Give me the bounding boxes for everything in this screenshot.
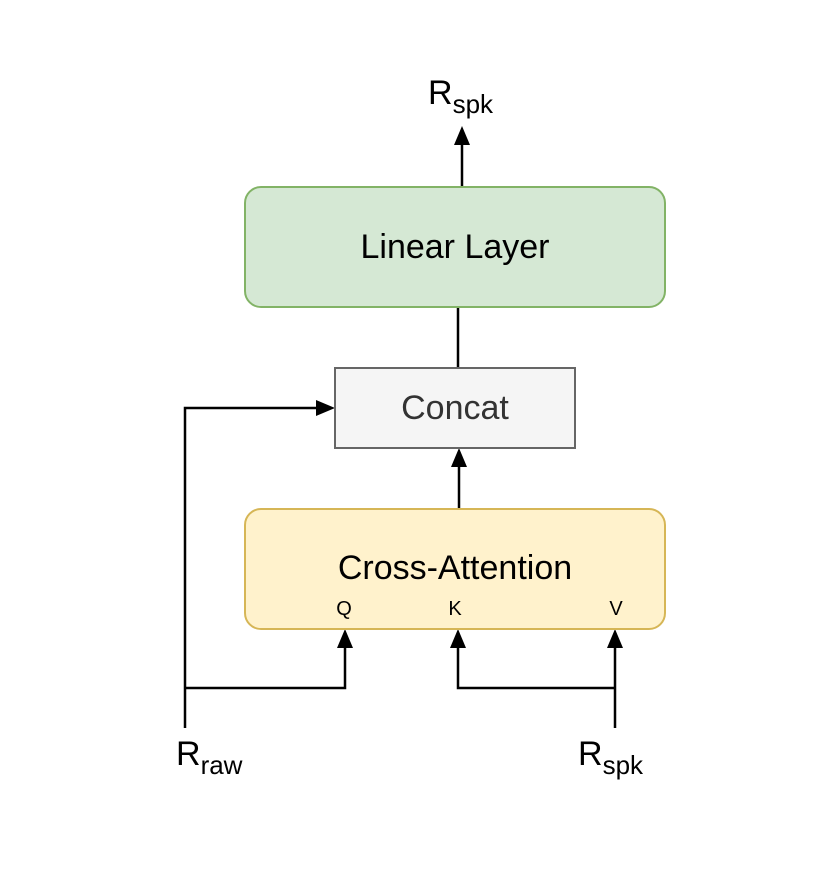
input-raw-subscript: raw (201, 750, 243, 780)
edge-spk-to-k (456, 646, 615, 690)
arrowhead-k (450, 629, 466, 648)
input-raw-base: R (176, 735, 201, 773)
port-k-label: K (448, 598, 462, 620)
input-r-spk-label: Rspk (578, 735, 644, 780)
concat-node: Concat (334, 367, 576, 449)
input-spk-subscript: spk (603, 750, 644, 780)
edge-raw-to-concat (183, 406, 318, 728)
arrowhead-concat-bottom (451, 448, 467, 467)
linear-layer-box (244, 186, 666, 308)
linear-layer-label: Linear Layer (360, 228, 549, 266)
arrowhead-concat-left (316, 400, 335, 416)
concat-label: Concat (401, 389, 509, 427)
port-q-label: Q (336, 598, 352, 620)
input-r-raw-label: Rraw (176, 735, 243, 780)
arrowhead-v (607, 629, 623, 648)
output-r-base: R (428, 74, 453, 112)
cross-attention-node: Cross-Attention Q K V (244, 508, 666, 630)
cross-attention-label: Cross-Attention (338, 549, 572, 587)
linear-layer-node: Linear Layer (244, 186, 666, 308)
arrowhead-output (454, 126, 470, 145)
output-r-spk-label: Rspk (428, 74, 494, 119)
arrowhead-q (337, 629, 353, 648)
concat-box (334, 367, 576, 449)
cross-attention-box (244, 508, 666, 630)
port-v-label: V (609, 598, 623, 620)
edge-raw-to-q (185, 646, 347, 690)
input-spk-base: R (578, 735, 603, 773)
output-r-subscript: spk (453, 89, 494, 119)
